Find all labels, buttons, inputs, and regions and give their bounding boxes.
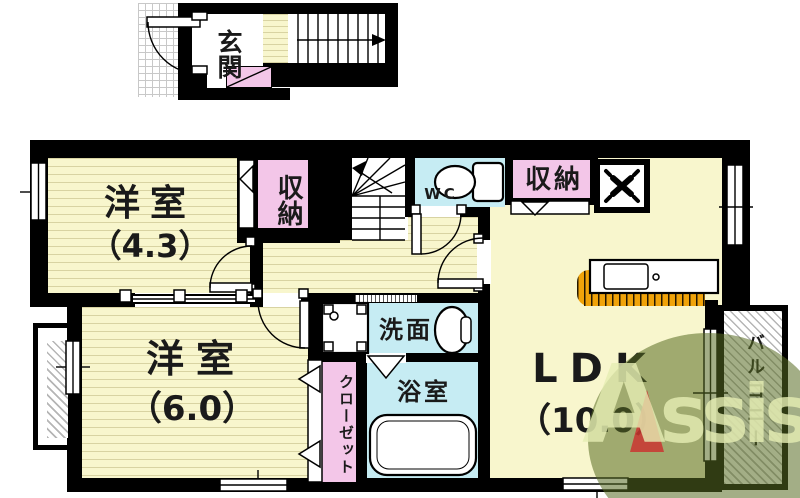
- washroom-sliding-door: [355, 294, 417, 303]
- watermark-initial: A: [582, 343, 666, 468]
- shoe-cabinet-diagonal: [226, 66, 272, 88]
- western-room-1-door: [209, 236, 256, 294]
- wall: [178, 3, 398, 14]
- watermark-red-accent: [630, 390, 664, 452]
- washing-machine-icon: [320, 301, 370, 355]
- kitchen-counter: [588, 258, 720, 295]
- stair-landing-steps: [263, 14, 288, 63]
- closet-fold-door-icon: [297, 359, 323, 483]
- window: [719, 164, 753, 246]
- toilet-icon: [433, 161, 505, 203]
- wall: [308, 293, 322, 362]
- wall: [263, 63, 398, 87]
- washbasin-icon: [433, 305, 472, 355]
- bathroom-label: 浴室: [397, 378, 451, 406]
- stove-icon: [594, 159, 650, 213]
- entrance-door: [146, 11, 208, 75]
- wall: [30, 140, 750, 158]
- staircase-upper-treads: [297, 14, 386, 63]
- washroom-label: 洗面: [379, 316, 433, 344]
- staircase-upper: [288, 14, 385, 63]
- western-room-2-size: （6.0）: [127, 389, 257, 429]
- wc-label: WC: [424, 185, 458, 203]
- wall: [356, 362, 367, 482]
- wall: [30, 293, 135, 307]
- wall: [178, 88, 290, 100]
- window: [56, 340, 90, 395]
- western-room-2-door: [252, 288, 310, 349]
- sliding-door-posts: [119, 289, 255, 303]
- watermark-logo: Assist: [582, 343, 800, 468]
- watermark-rest: ssist: [659, 368, 800, 461]
- window: [20, 162, 47, 221]
- wall: [405, 155, 415, 217]
- wall: [385, 3, 398, 87]
- closet-label: クローゼット: [337, 374, 355, 476]
- hall-ldk-door: [437, 233, 491, 292]
- bathtub-icon: [368, 413, 478, 477]
- storage-2: [513, 160, 590, 198]
- western-room-1-size: （4.3）: [89, 227, 211, 265]
- staircase-lower-treads: [351, 157, 406, 241]
- window: [219, 470, 288, 492]
- western-room-2-label: 洋室: [145, 337, 246, 381]
- storage-2-label: 収納: [524, 165, 583, 195]
- bathroom-fold-door-icon: [366, 353, 406, 380]
- wall: [340, 155, 352, 240]
- kitchen-counter-edge: [584, 293, 705, 306]
- storage-1-label: 収納: [273, 174, 303, 226]
- genkan-label: 玄関: [214, 29, 243, 79]
- western-room-1-label: 洋室: [103, 183, 196, 224]
- exterior-bay-hatch: [47, 341, 68, 438]
- storage-1-fold-door-icon: [238, 159, 255, 229]
- wc-door: [410, 204, 467, 255]
- floor-western-room-2: [82, 307, 308, 478]
- storage-2-fold-door-icon: [510, 200, 590, 217]
- floor-western-room-1: [48, 158, 250, 293]
- storage-1: [258, 160, 308, 228]
- closet: [322, 362, 356, 482]
